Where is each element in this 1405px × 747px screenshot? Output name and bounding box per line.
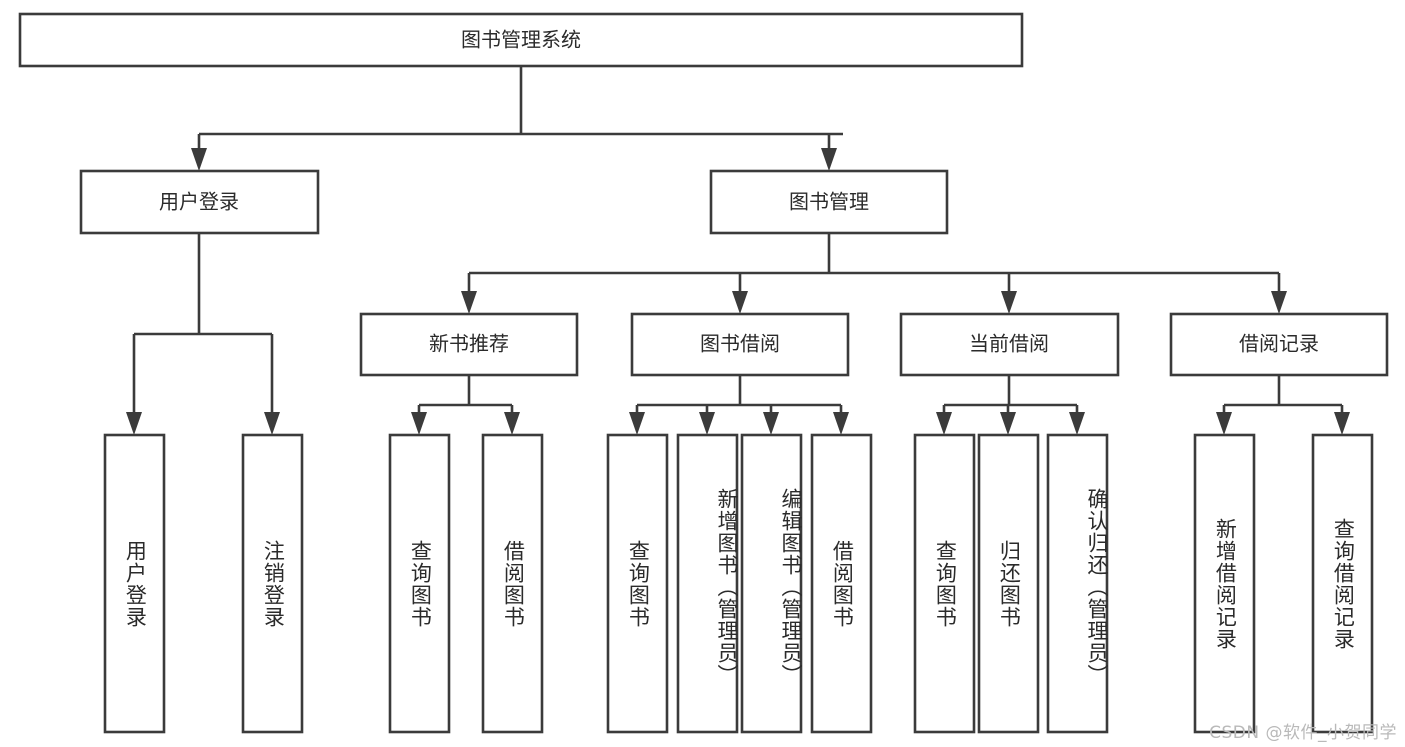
arrow-head-icon (1069, 412, 1085, 435)
connector-currentborrow-to-leaves (936, 375, 1085, 435)
node-leaf-add-record[interactable] (1193, 433, 1256, 734)
node-leaf-user-login[interactable] (103, 433, 166, 734)
connector-newbook-to-leaves (411, 375, 520, 435)
arrow-head-icon (1216, 412, 1232, 435)
leaf-boxes (103, 433, 1374, 734)
arrow-head-icon (1271, 291, 1287, 314)
arrow-head-icon (732, 291, 748, 314)
node-leaf-confirm-return[interactable] (1046, 433, 1109, 734)
node-current-borrow-label: 当前借阅 (969, 332, 1049, 356)
node-new-book-rec[interactable]: 新书推荐 (359, 312, 579, 377)
node-borrow-record-label: 借阅记录 (1239, 332, 1319, 356)
node-leaf-query-book-3[interactable] (913, 433, 976, 734)
node-leaf-borrow-book-2[interactable] (810, 433, 873, 734)
arrow-head-icon (936, 412, 952, 435)
arrow-head-icon (411, 412, 427, 435)
arrow-head-icon (126, 412, 142, 435)
arrow-head-icon (821, 148, 837, 171)
node-new-book-rec-label: 新书推荐 (429, 332, 509, 356)
connector-root-to-level2 (191, 66, 843, 171)
arrow-head-icon (1001, 291, 1017, 314)
arrow-head-icon (461, 291, 477, 314)
node-leaf-edit-book[interactable] (740, 433, 803, 734)
node-book-borrow[interactable]: 图书借阅 (630, 312, 850, 377)
connector-bookborrow-to-leaves (629, 375, 849, 435)
node-leaf-query-record[interactable] (1311, 433, 1374, 734)
node-current-borrow[interactable]: 当前借阅 (899, 312, 1120, 377)
node-user-login[interactable]: 用户登录 (79, 169, 320, 235)
arrow-head-icon (191, 148, 207, 171)
connector-bookmanage-to-level3 (461, 233, 1287, 314)
node-root[interactable]: 图书管理系统 (18, 12, 1024, 68)
node-leaf-borrow-book-1[interactable] (481, 433, 544, 734)
node-user-login-label: 用户登录 (159, 190, 239, 214)
arrow-head-icon (629, 412, 645, 435)
node-book-borrow-label: 图书借阅 (700, 332, 780, 356)
connector-userlogin-to-leaves (126, 233, 280, 435)
arrow-head-icon (1000, 412, 1016, 435)
node-leaf-query-book-1[interactable] (388, 433, 451, 734)
node-borrow-record[interactable]: 借阅记录 (1169, 312, 1389, 377)
arrow-head-icon (504, 412, 520, 435)
node-leaf-return-book[interactable] (977, 433, 1040, 734)
arrow-head-icon (833, 412, 849, 435)
node-root-label: 图书管理系统 (461, 28, 581, 52)
node-leaf-query-book-2[interactable] (606, 433, 669, 734)
arrow-head-icon (264, 412, 280, 435)
node-book-manage-label: 图书管理 (789, 190, 869, 214)
node-book-manage[interactable]: 图书管理 (709, 169, 949, 235)
arrow-head-icon (763, 412, 779, 435)
connector-borrowrecord-to-leaves (1216, 375, 1350, 435)
arrow-head-icon (1334, 412, 1350, 435)
node-leaf-add-book[interactable] (676, 433, 739, 734)
node-leaf-user-logout[interactable] (241, 433, 304, 734)
arrow-head-icon (699, 412, 715, 435)
watermark-text: CSDN @软件_小贺同学 (1209, 723, 1397, 743)
